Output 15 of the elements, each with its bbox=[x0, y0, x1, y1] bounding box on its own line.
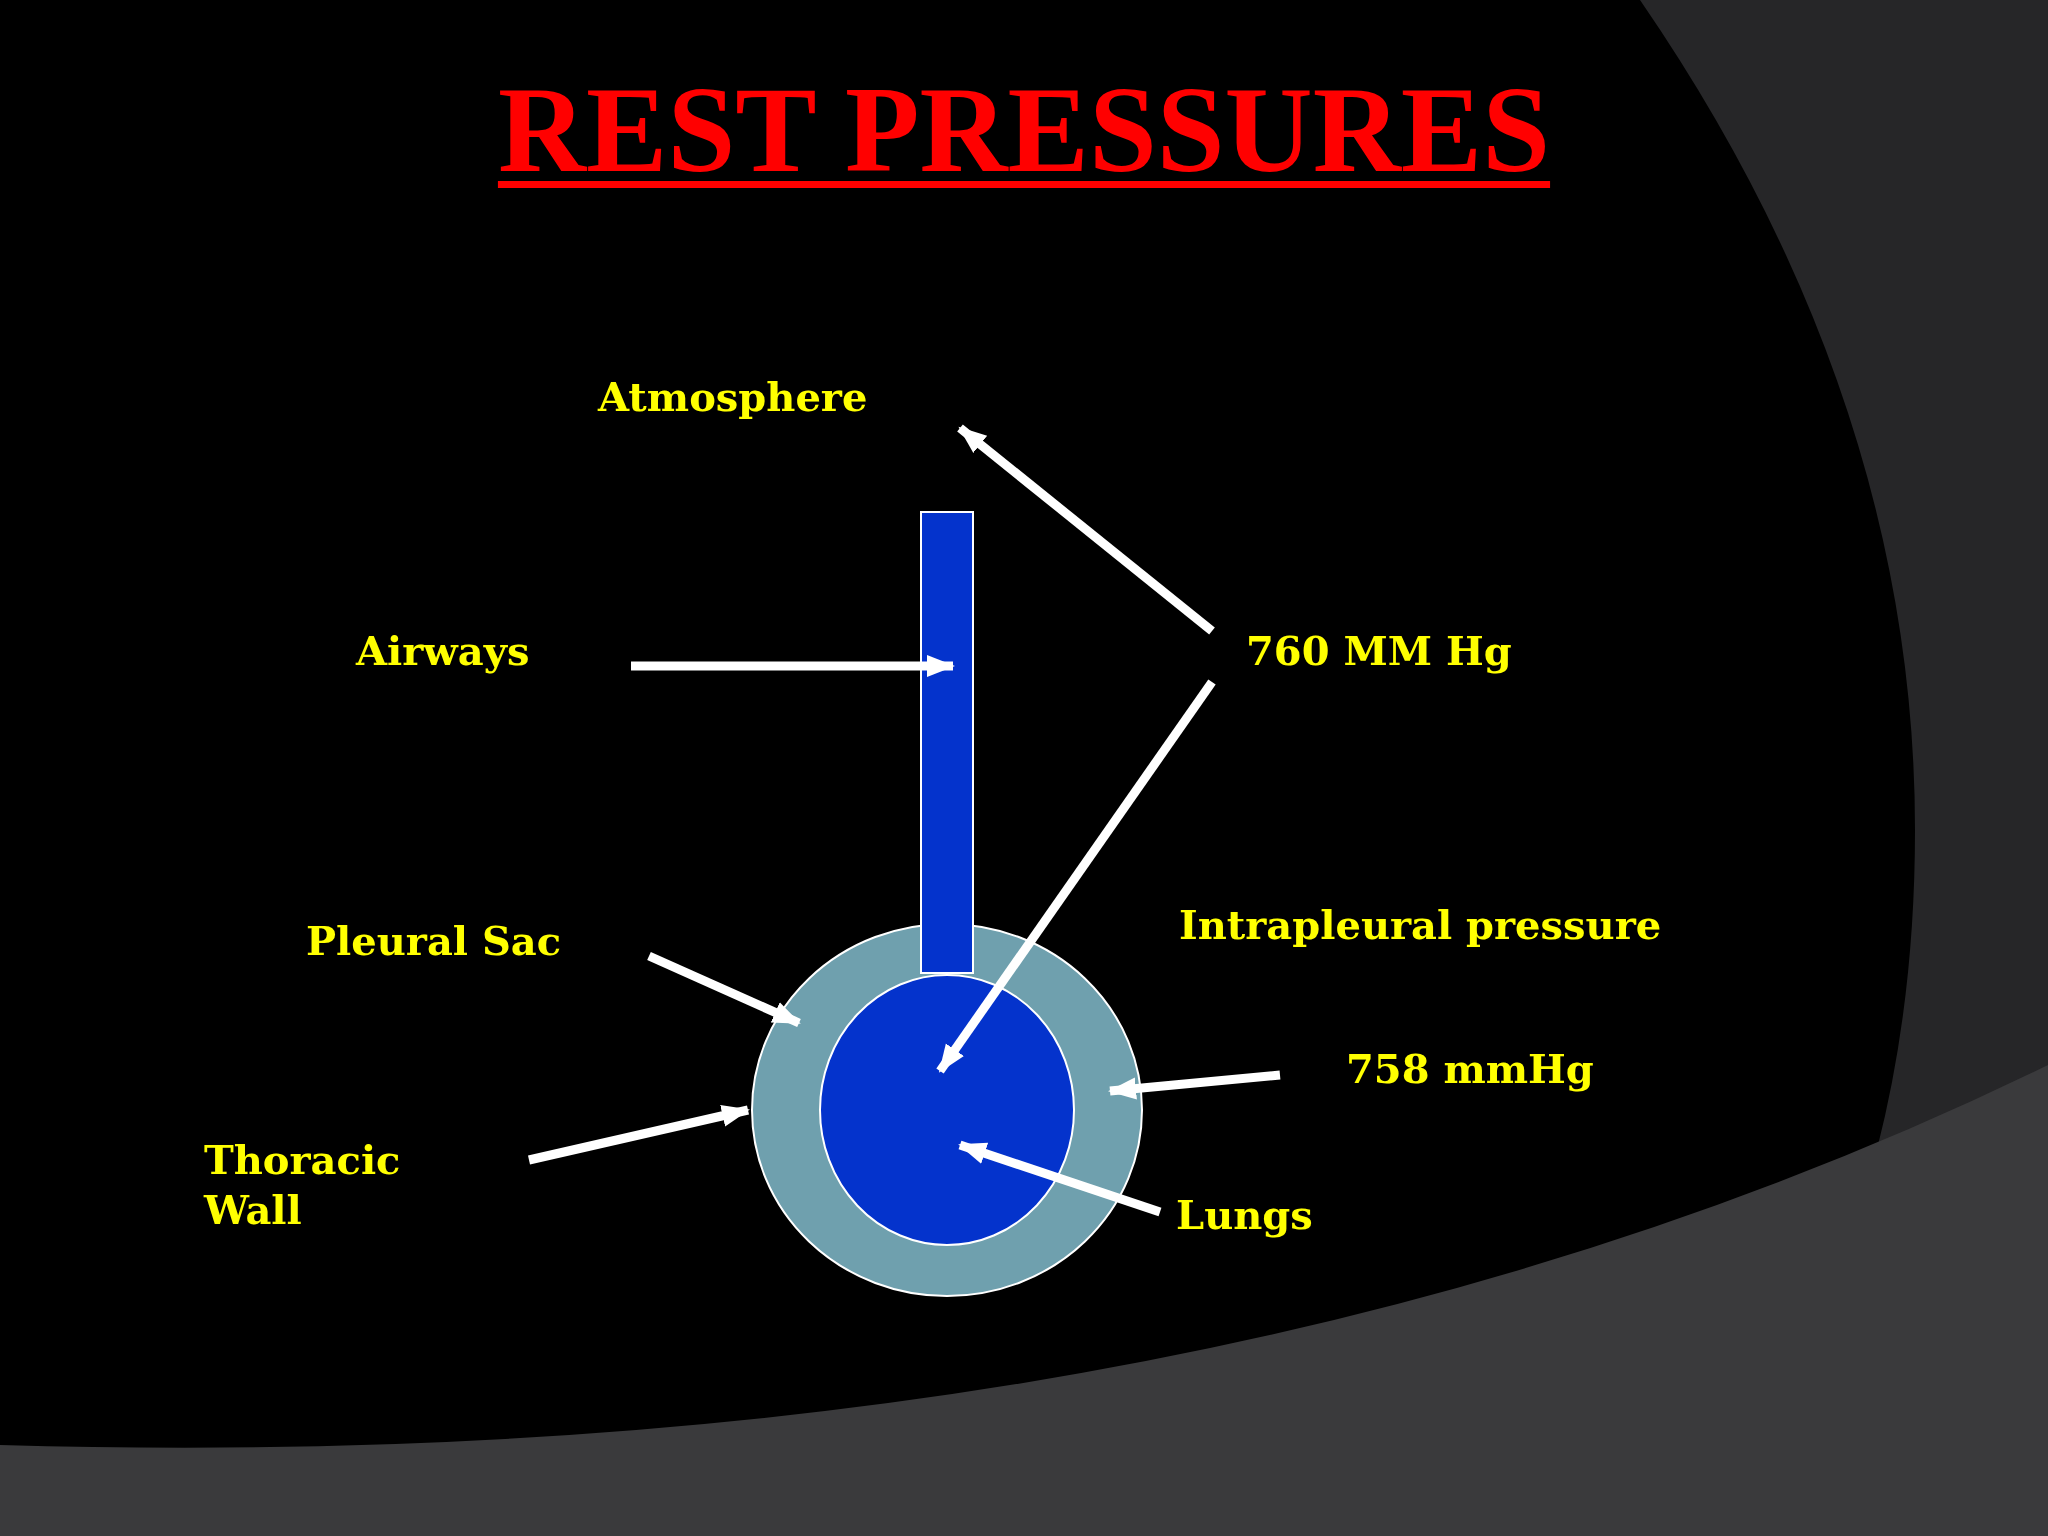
part-label: 758 mmHg bbox=[1346, 1044, 1594, 1094]
pressure-label: Intrapleural pressure bbox=[1179, 900, 1662, 950]
arrow bbox=[528, 1105, 750, 1165]
part-label: Pleural Sac bbox=[306, 916, 562, 966]
arrow bbox=[647, 951, 801, 1028]
arrow bbox=[957, 424, 1215, 635]
part-label: Airways bbox=[356, 626, 530, 676]
arrow bbox=[631, 655, 955, 677]
part-label: 760 MM Hg bbox=[1246, 626, 1512, 676]
arrow bbox=[1108, 1070, 1281, 1100]
slide-title: REST PRESSURES bbox=[496, 61, 1552, 199]
part-label: Lungs bbox=[1176, 1190, 1313, 1240]
part-label: Thoracic Wall bbox=[204, 1135, 402, 1235]
arrow bbox=[936, 679, 1216, 1074]
part-label: Atmosphere bbox=[598, 372, 868, 422]
